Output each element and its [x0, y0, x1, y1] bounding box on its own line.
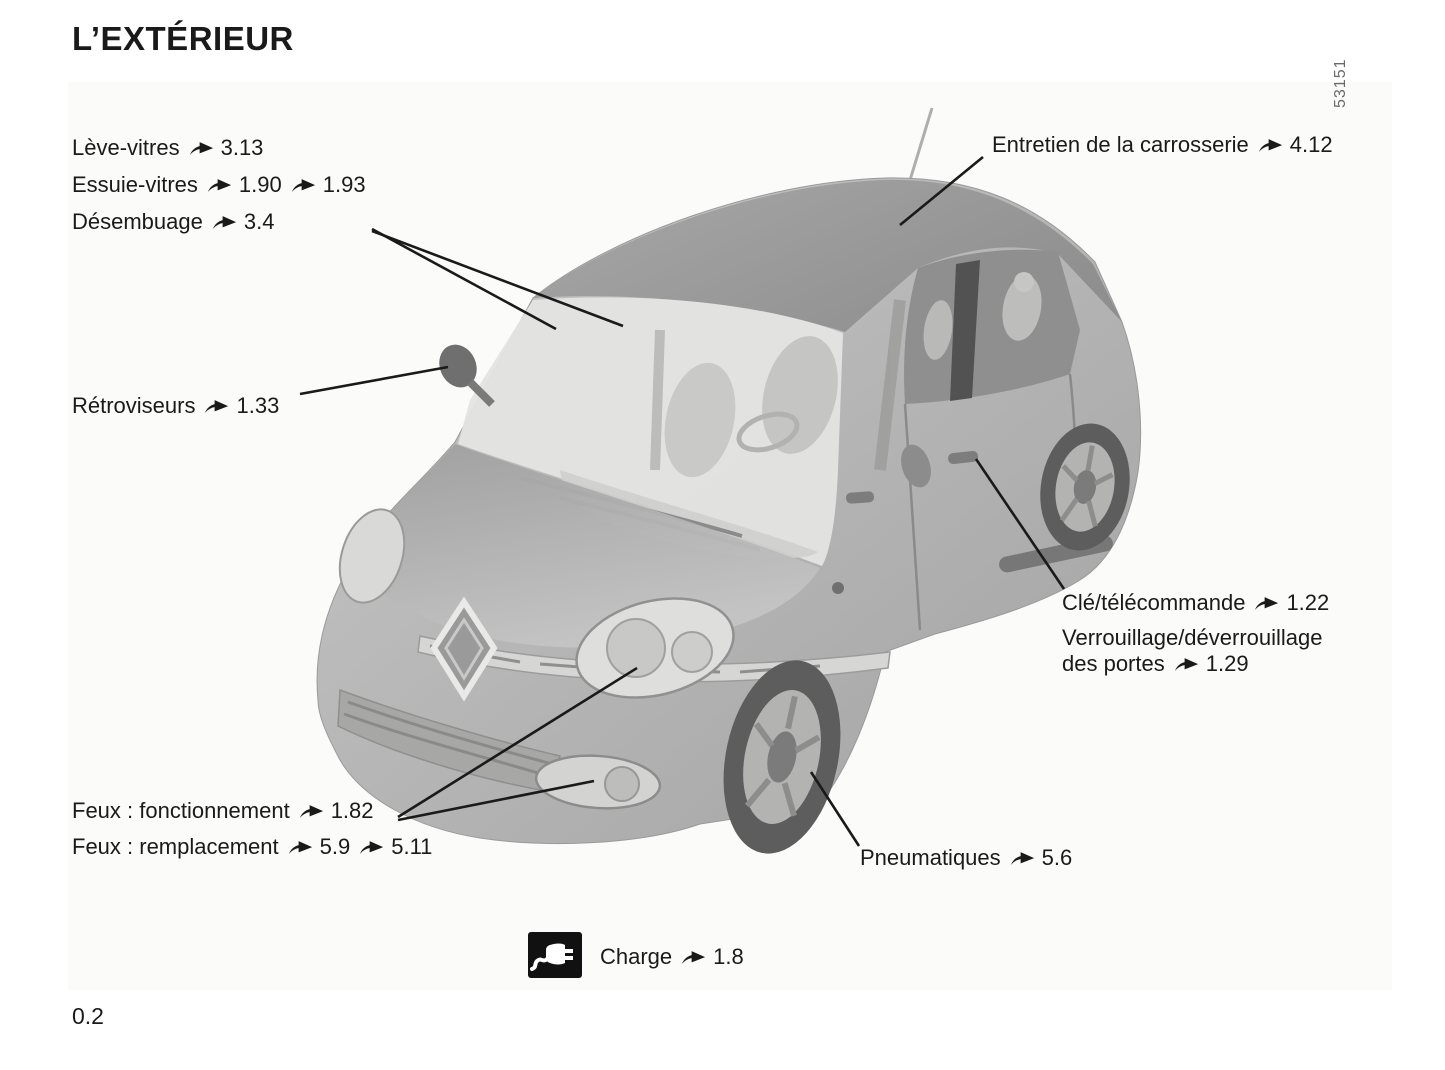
page-reference-arrow-icon [299, 805, 323, 818]
page-reference: 1.93 [322, 172, 366, 197]
page-reference: 1.8 [713, 944, 744, 969]
front-wheel [723, 660, 841, 854]
callout-leve-vitres: Lève-vitres 3.13 [72, 135, 263, 161]
callout-retroviseurs: Rétroviseurs 1.33 [72, 393, 279, 419]
page-reference-arrow-icon [360, 841, 384, 854]
callout-text: Entretien de la carrosserie [992, 132, 1249, 157]
fog-light [534, 754, 662, 810]
callout-text: Feux : remplacement [72, 834, 279, 859]
page-reference: 1.33 [236, 393, 280, 418]
page-reference: 5.11 [391, 834, 433, 859]
page-reference-arrow-icon [291, 179, 315, 192]
callout-charge: Charge 1.8 [600, 944, 744, 970]
callout-cle-telecommande: Clé/télécommande 1.22 [1062, 590, 1329, 616]
callout-line-entretien [899, 155, 984, 227]
hood [352, 444, 820, 648]
interior-through-windshield [560, 299, 906, 559]
page-reference-arrow-icon [1258, 139, 1282, 152]
antenna [905, 107, 934, 191]
page-reference: 1.22 [1286, 590, 1330, 615]
callout-text: Clé/télécommande [1062, 590, 1246, 615]
side-mirror [439, 344, 495, 407]
callout-text: Essuie-vitres [72, 172, 198, 197]
callout-text: Lève-vitres [72, 135, 180, 160]
callout-line-retroviseurs [299, 365, 449, 396]
callout-line-feux-foglight [397, 779, 595, 822]
callout-text: Charge [600, 944, 673, 969]
left-headlight [338, 508, 406, 604]
page-reference: 1.90 [238, 172, 282, 197]
callout-pneumatiques: Pneumatiques 5.6 [860, 845, 1072, 871]
windshield [458, 297, 843, 566]
page-reference-arrow-icon [682, 951, 706, 964]
callout-entretien-carrosserie: Entretien de la carrosserie 4.12 [992, 132, 1333, 158]
rear-wheel [1040, 423, 1130, 551]
callout-text: Verrouillage/déverrouillage [1062, 625, 1323, 650]
callout-text: des portes [1062, 651, 1165, 676]
page-reference-arrow-icon [205, 400, 229, 413]
callout-text: Désembuage [72, 209, 203, 234]
page-reference-arrow-icon [1255, 597, 1279, 610]
renault-logo [430, 596, 498, 702]
page-reference: 3.4 [243, 209, 275, 234]
page-reference-arrow-icon [212, 216, 236, 229]
page-reference: 5.6 [1041, 845, 1073, 870]
side-windows [904, 249, 1080, 404]
page-reference: 3.13 [220, 135, 264, 160]
charging-plug-icon [528, 932, 582, 978]
page-reference-arrow-icon [207, 179, 232, 192]
callout-line-desembuage [371, 227, 557, 331]
page-reference: 4.12 [1289, 132, 1333, 157]
page-title: L’EXTÉRIEUR [72, 20, 294, 57]
callout-text: Pneumatiques [860, 845, 1001, 870]
callout-feux-remplacement: Feux : remplacement 5.9 5.11 [72, 834, 432, 860]
car-roof [533, 179, 1122, 332]
page-reference: 1.82 [330, 798, 374, 823]
page-reference: 1.29 [1205, 651, 1249, 676]
page-reference: 5.9 [319, 834, 351, 859]
headlight [575, 597, 735, 699]
callout-text: Feux : fonctionnement [72, 798, 290, 823]
page-reference-arrow-icon [288, 841, 312, 854]
callout-line-pneumatiques [809, 771, 861, 847]
page-reference-arrow-icon [1174, 658, 1198, 671]
callout-feux-fonctionnement: Feux : fonctionnement 1.82 [72, 798, 374, 824]
callout-line-essuie-vitres [371, 229, 624, 328]
page-number: 0.2 [72, 1003, 104, 1029]
illustration-reference-number: 53151 [1332, 58, 1349, 109]
callout-text: Rétroviseurs [72, 393, 196, 418]
page-reference-arrow-icon [189, 142, 213, 155]
callout-essuie-vitres: Essuie-vitres 1.90 1.93 [72, 172, 366, 198]
page-reference-arrow-icon [1010, 852, 1034, 865]
callout-line-feux-headlight [397, 666, 638, 819]
callout-line-cle [974, 458, 1066, 590]
callout-desembuage: Désembuage 3.4 [72, 209, 274, 235]
charge-row: Charge 1.8 [528, 932, 744, 978]
